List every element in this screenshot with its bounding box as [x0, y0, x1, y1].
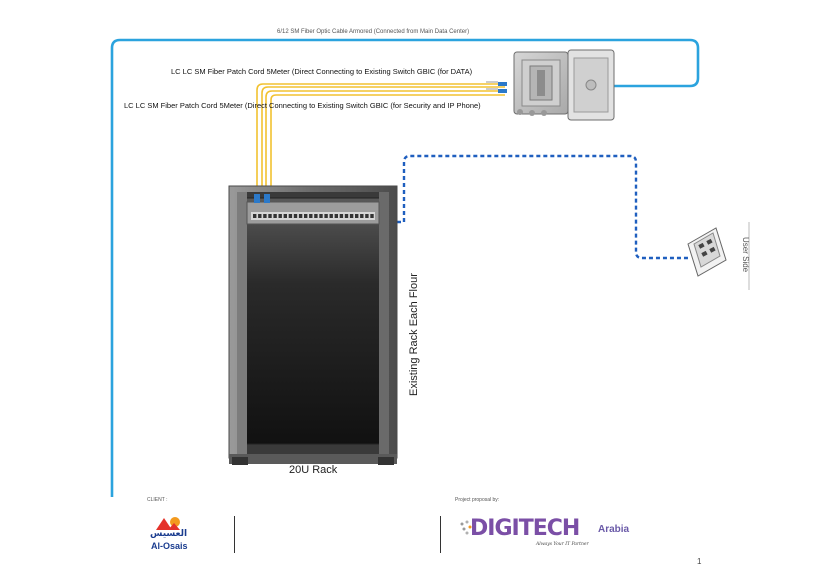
patch-cord-data-b — [261, 86, 505, 196]
brand-suffix: Arabia — [598, 524, 630, 535]
rack-side-label: Existing Rack Each Flour — [408, 273, 420, 396]
patch-cord-data — [256, 83, 505, 196]
patch-port — [309, 214, 313, 218]
client-label: CLIENT : — [147, 497, 168, 503]
patch-port — [298, 214, 303, 218]
patch-port — [314, 214, 318, 218]
patch-port — [258, 214, 262, 218]
patch-port — [360, 214, 364, 218]
patch-port — [268, 214, 272, 218]
patch-port — [344, 214, 349, 218]
rack-fiber-connectors — [254, 194, 270, 203]
client-logo: العسيس Al-Osais — [150, 515, 195, 555]
patch-port — [273, 214, 277, 218]
armored-fiber-cable — [110, 38, 700, 497]
patch-port — [339, 214, 344, 218]
rack-caption: 20U Rack — [289, 464, 338, 476]
wall-faceplate — [687, 227, 727, 277]
client-logo-arabic: العسيس — [150, 529, 188, 539]
brand-logo: DIGITECH Arabia Always Your IT Partner — [458, 514, 638, 550]
patch-port — [293, 214, 298, 218]
patch-port — [355, 214, 359, 218]
patch-port — [349, 214, 354, 218]
patch-port — [304, 214, 308, 218]
patch-cord-security-b — [270, 94, 505, 196]
lc-connectors — [486, 81, 507, 93]
brand-dots-icon — [460, 520, 472, 535]
patch-port — [365, 214, 369, 218]
proposal-label: Project proposal by: — [455, 497, 500, 503]
patch-port — [253, 214, 257, 218]
patch-port — [263, 214, 267, 218]
client-logo-mark — [156, 517, 180, 530]
patch-port — [334, 214, 338, 218]
page-number: 1 — [697, 557, 702, 566]
footer-divider-left — [234, 516, 235, 553]
patch-panel-ports — [253, 214, 374, 218]
fiber-distribution-box — [513, 49, 615, 121]
patch-port — [329, 214, 333, 218]
utp-cable-dashed — [397, 154, 690, 260]
rack-20u — [228, 185, 398, 465]
footer-divider-right — [440, 516, 441, 553]
patch-port — [319, 214, 323, 218]
patch-port — [278, 214, 282, 218]
brand-name: DIGITECH — [470, 516, 580, 541]
patch-cord-security — [265, 90, 505, 196]
patch-port — [324, 214, 328, 218]
patch-port — [288, 214, 293, 218]
patch-cord-security-label: LC LC SM Fiber Patch Cord 5Meter (Direct… — [124, 101, 481, 110]
main-cable-label: 6/12 SM Fiber Optic Cable Armored (Conne… — [277, 29, 470, 35]
patch-port — [283, 214, 287, 218]
user-side-label: User Side — [741, 237, 750, 273]
patch-cord-data-label: LC LC SM Fiber Patch Cord 5Meter (Direct… — [171, 67, 473, 76]
client-logo-english: Al-Osais — [151, 541, 188, 551]
patch-port — [370, 214, 374, 218]
brand-tagline: Always Your IT Partner — [536, 542, 589, 547]
